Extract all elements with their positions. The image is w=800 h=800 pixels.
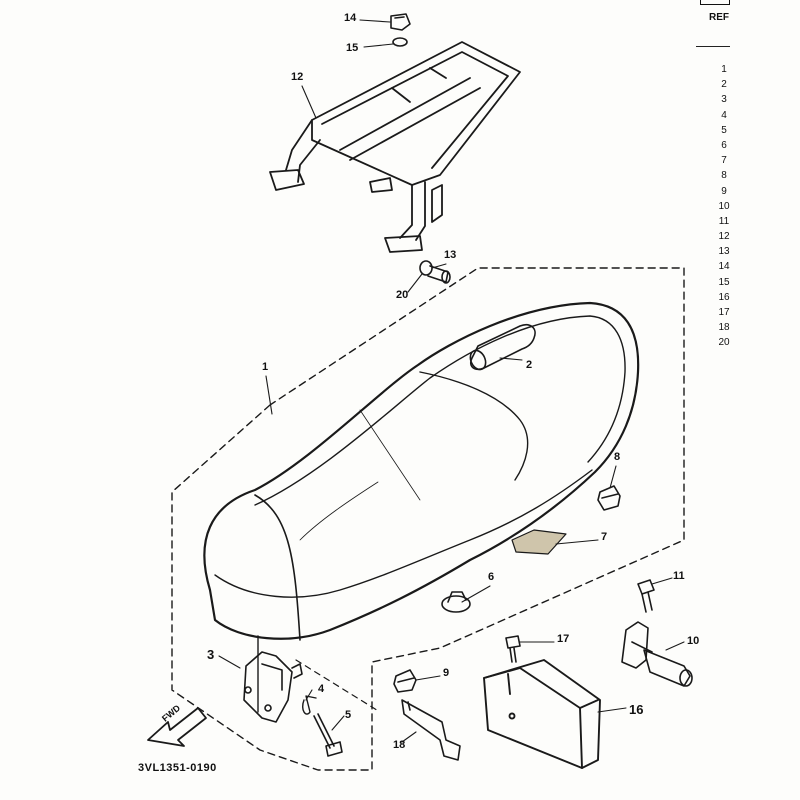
grab-handle-part bbox=[469, 323, 536, 371]
callout-12: 12 bbox=[291, 71, 304, 83]
callout-14: 14 bbox=[344, 12, 357, 24]
ref-number: 17 bbox=[718, 307, 730, 318]
seat-lock-bracket-part bbox=[243, 635, 303, 723]
carrier-bolt-part bbox=[419, 260, 451, 284]
ref-number: 13 bbox=[718, 246, 730, 258]
callout-4: 4 bbox=[318, 683, 325, 695]
fwd-arrow-icon bbox=[147, 707, 207, 747]
callout-20: 20 bbox=[396, 289, 409, 301]
callout-11: 11 bbox=[673, 570, 685, 582]
seat-part bbox=[203, 301, 640, 641]
nut-part bbox=[390, 13, 411, 31]
callout-16: 16 bbox=[629, 702, 644, 717]
stopper-part bbox=[441, 591, 471, 613]
ref-number: 6 bbox=[721, 139, 727, 151]
assembly-boundary-latch bbox=[295, 659, 381, 713]
drawing-code: 3VL1351-0190 bbox=[138, 762, 217, 774]
pin-part bbox=[301, 695, 317, 715]
callout-9: 9 bbox=[443, 667, 450, 679]
callout-10: 10 bbox=[687, 635, 700, 647]
storage-box-part bbox=[483, 659, 601, 769]
ref-number: 7 bbox=[721, 155, 727, 167]
callout-17: 17 bbox=[557, 633, 570, 645]
ref-number: 2 bbox=[721, 79, 727, 91]
callout-18: 18 bbox=[393, 739, 406, 751]
box-bolt-part bbox=[505, 635, 521, 663]
collar-part bbox=[393, 669, 417, 693]
callout-8: 8 bbox=[614, 451, 621, 463]
ref-table-divider bbox=[696, 46, 730, 47]
ref-table-header: REF bbox=[709, 12, 729, 23]
callout-2: 2 bbox=[526, 359, 533, 371]
ref-number: 5 bbox=[721, 124, 727, 136]
lock-bolt-part bbox=[313, 713, 343, 757]
callout-6: 6 bbox=[488, 571, 495, 583]
lock-bolt-11-part bbox=[637, 579, 655, 613]
ref-number: 10 bbox=[718, 200, 730, 212]
seat-lock-part bbox=[621, 621, 693, 687]
callout-7: 7 bbox=[601, 531, 608, 543]
ref-number: 1 bbox=[721, 64, 727, 75]
callout-1: 1 bbox=[262, 361, 269, 373]
ref-number: 15 bbox=[718, 276, 730, 288]
assembly-boundary-seat bbox=[171, 267, 685, 771]
ref-number: 14 bbox=[718, 261, 730, 273]
callout-13: 13 bbox=[444, 249, 457, 261]
callout-3: 3 bbox=[207, 647, 215, 662]
washer-part bbox=[392, 37, 408, 47]
ref-number: 4 bbox=[721, 109, 727, 121]
ref-number: 16 bbox=[718, 291, 730, 303]
leader-lines bbox=[218, 19, 685, 743]
hook-bracket-part bbox=[401, 699, 461, 761]
seat-pad-part bbox=[511, 529, 567, 555]
callout-15: 15 bbox=[346, 42, 359, 54]
ref-number: 12 bbox=[718, 231, 730, 243]
ref-number: 18 bbox=[718, 322, 730, 334]
ref-number: 20 bbox=[718, 337, 730, 349]
ref-number: 11 bbox=[718, 215, 730, 227]
ref-number: 8 bbox=[721, 170, 727, 182]
damper-part bbox=[597, 485, 621, 511]
callout-5: 5 bbox=[345, 709, 352, 721]
ref-table-top-border bbox=[700, 0, 730, 5]
rear-carrier-part bbox=[269, 41, 521, 253]
ref-number: 3 bbox=[721, 94, 727, 106]
ref-number: 9 bbox=[721, 185, 727, 197]
